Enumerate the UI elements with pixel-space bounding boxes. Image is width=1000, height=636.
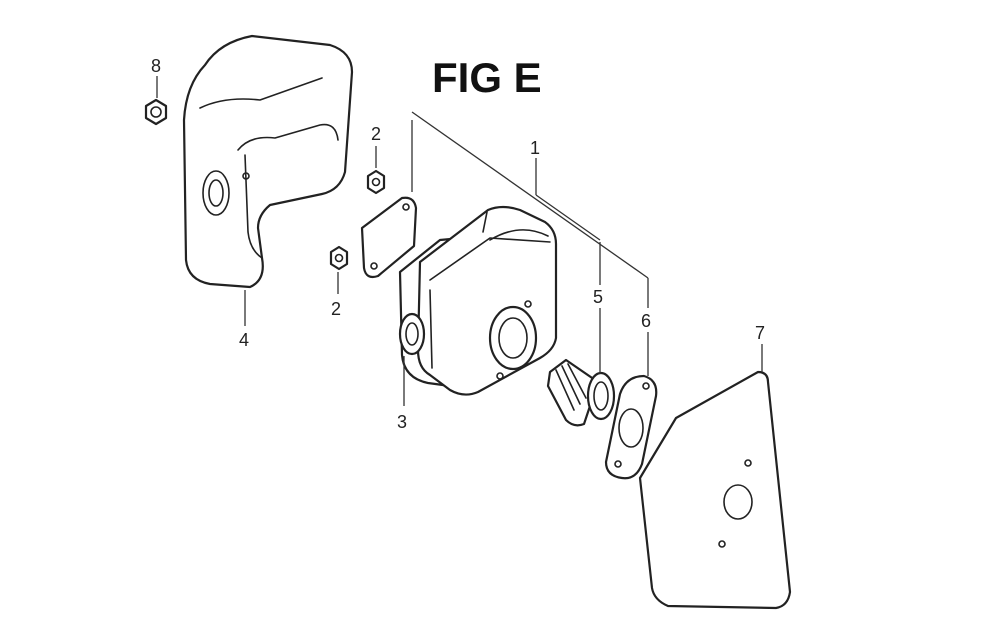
muffler-gasket-part [604,374,658,480]
callout-2-lower: 2 [331,299,341,319]
heat-shield-plate-part [638,370,792,610]
nut-part-lower [329,245,349,271]
callout-2-upper: 2 [371,124,381,144]
figure-title: FIG E [432,54,542,101]
callout-6: 6 [641,311,651,331]
callout-4: 4 [239,330,249,350]
muffler-part [398,205,558,396]
callout-5: 5 [593,287,603,307]
nut-part-upper [366,169,386,195]
callout-8: 8 [151,56,161,76]
leader-line-1-span [411,111,649,279]
small-gasket-plate [360,196,418,279]
callout-1: 1 [530,138,540,158]
spark-arrester-part [546,358,616,427]
callout-3: 3 [397,412,407,432]
callout-7: 7 [755,323,765,343]
flange-nut-part [144,98,168,126]
leader-line-1-branch [535,194,601,241]
muffler-protector-part [182,34,354,289]
